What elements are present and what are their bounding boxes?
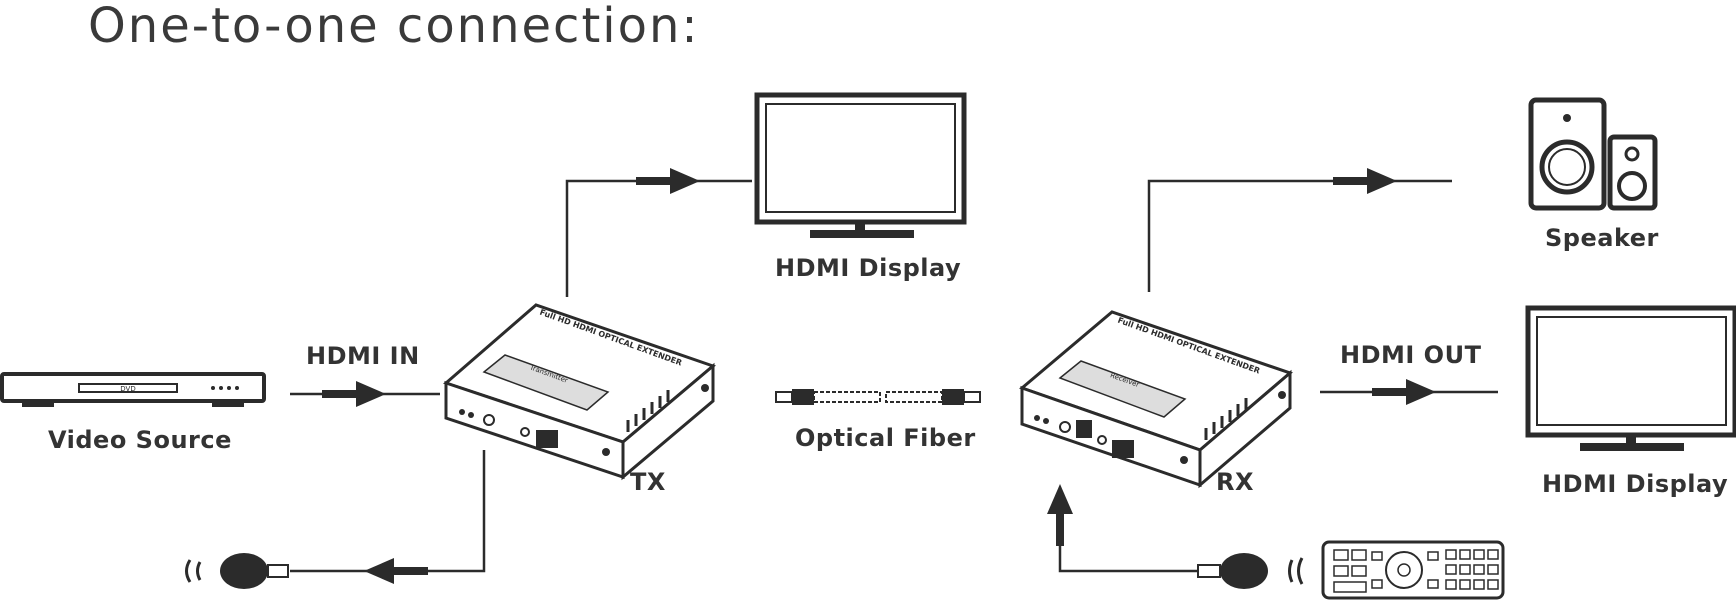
tx-label: TX [630, 468, 666, 496]
rx-label: RX [1216, 468, 1254, 496]
hdmi-display-top-label: HDMI Display [775, 254, 962, 282]
dvd-player-icon: DVD [0, 372, 266, 407]
arrow-icon [1333, 168, 1397, 194]
speaker-icon [1528, 97, 1658, 211]
tx-extender-box-icon: Full HD HDMI OPTICAL EXTENDER Transmitte… [443, 303, 716, 481]
arrow-icon [1047, 484, 1073, 546]
arrows [322, 168, 1436, 584]
hdmi-display-right-label: HDMI Display [1542, 470, 1729, 498]
optical-fiber-label: Optical Fiber [795, 424, 976, 452]
hdmi-in-label: HDMI IN [306, 342, 420, 370]
arrow-icon [364, 558, 428, 584]
video-source-label: Video Source [48, 426, 232, 454]
rx-extender-box-icon: Full HD HDMI OPTICAL EXTENDER Receiver [1019, 310, 1293, 489]
page-title: One-to-one connection: [88, 0, 700, 54]
speaker-label: Speaker [1545, 224, 1659, 252]
arrow-icon [636, 168, 700, 194]
fiber-cable-icon [775, 389, 981, 405]
arrow-icon [322, 381, 386, 407]
arrow-icon [1372, 379, 1436, 405]
tv-icon-right [1525, 305, 1736, 451]
ir-emitter-icon [185, 553, 289, 589]
hdmi-out-label: HDMI OUT [1340, 341, 1482, 369]
ir-receiver-icon [1197, 553, 1304, 589]
dvd-label: DVD [120, 385, 135, 393]
tv-icon [754, 92, 967, 238]
remote-control-icon [1321, 540, 1505, 600]
